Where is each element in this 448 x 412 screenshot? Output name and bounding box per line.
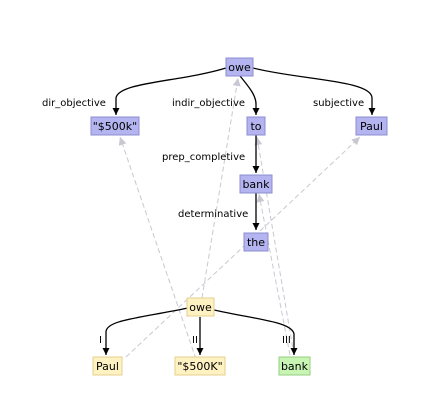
alignment-link-paul [125, 136, 361, 358]
node-dobj-top-label: "$500k" [93, 120, 137, 133]
edge-owe-bank-bottom [213, 309, 298, 355]
edge-label-dir-objective: dir_objective [42, 98, 106, 109]
node-owe-bottom-label: owe [189, 301, 212, 314]
edge-owe-to [239, 75, 260, 115]
edge-label-i: I [99, 335, 102, 346]
node-bank-top-label: bank [242, 178, 270, 191]
edge-label-ii: II [192, 335, 198, 346]
node-paul-top[interactable]: Paul [355, 116, 388, 136]
edge-owe-dobj [112, 67, 227, 115]
edge-label-iii: III [282, 335, 291, 346]
node-paul-bottom[interactable]: Paul [92, 356, 123, 376]
node-the-top[interactable]: the [243, 232, 269, 252]
top-tree-nodes: owe "$500k" to Paul bank the [90, 57, 388, 252]
edge-label-prep-completive: prep_completive [162, 152, 245, 163]
node-the-top-label: the [247, 236, 265, 249]
node-to-top[interactable]: to [246, 116, 266, 136]
node-dobj-bottom[interactable]: "$500K" [174, 356, 226, 376]
edge-label-determinative: determinative [178, 209, 248, 220]
node-bank-top[interactable]: bank [239, 174, 273, 194]
node-owe-top-label: owe [228, 61, 251, 74]
alignment-links [118, 77, 361, 360]
node-paul-top-label: Paul [360, 120, 383, 133]
top-tree-edges [112, 67, 376, 230]
node-owe-top[interactable]: owe [225, 57, 254, 77]
edge-owe-paul [252, 67, 376, 115]
alignment-link-bank-b [254, 136, 295, 356]
node-owe-bottom[interactable]: owe [186, 297, 215, 317]
alignment-link-owe [201, 77, 241, 299]
bottom-tree-nodes: owe Paul "$500K" bank [92, 297, 311, 376]
node-bank-bottom[interactable]: bank [278, 356, 311, 376]
edge-label-indir-objective: indir_objective [172, 98, 245, 109]
bottom-tree-edge-labels: I II III [99, 335, 291, 346]
node-paul-bottom-label: Paul [96, 360, 119, 373]
bottom-tree-edges [102, 307, 298, 355]
node-to-top-label: to [250, 120, 261, 133]
edge-label-subjective: subjective [313, 98, 364, 109]
alignment-link-dobj [118, 136, 197, 360]
node-dobj-top[interactable]: "$500k" [90, 116, 140, 136]
edge-owe-paul-bottom [102, 307, 189, 355]
node-dobj-bottom-label: "$500K" [177, 360, 222, 373]
node-bank-bottom-label: bank [281, 360, 309, 373]
top-tree-edge-labels: dir_objective indir_objective subjective… [42, 98, 364, 220]
alignment-link-bank-a [256, 193, 291, 356]
